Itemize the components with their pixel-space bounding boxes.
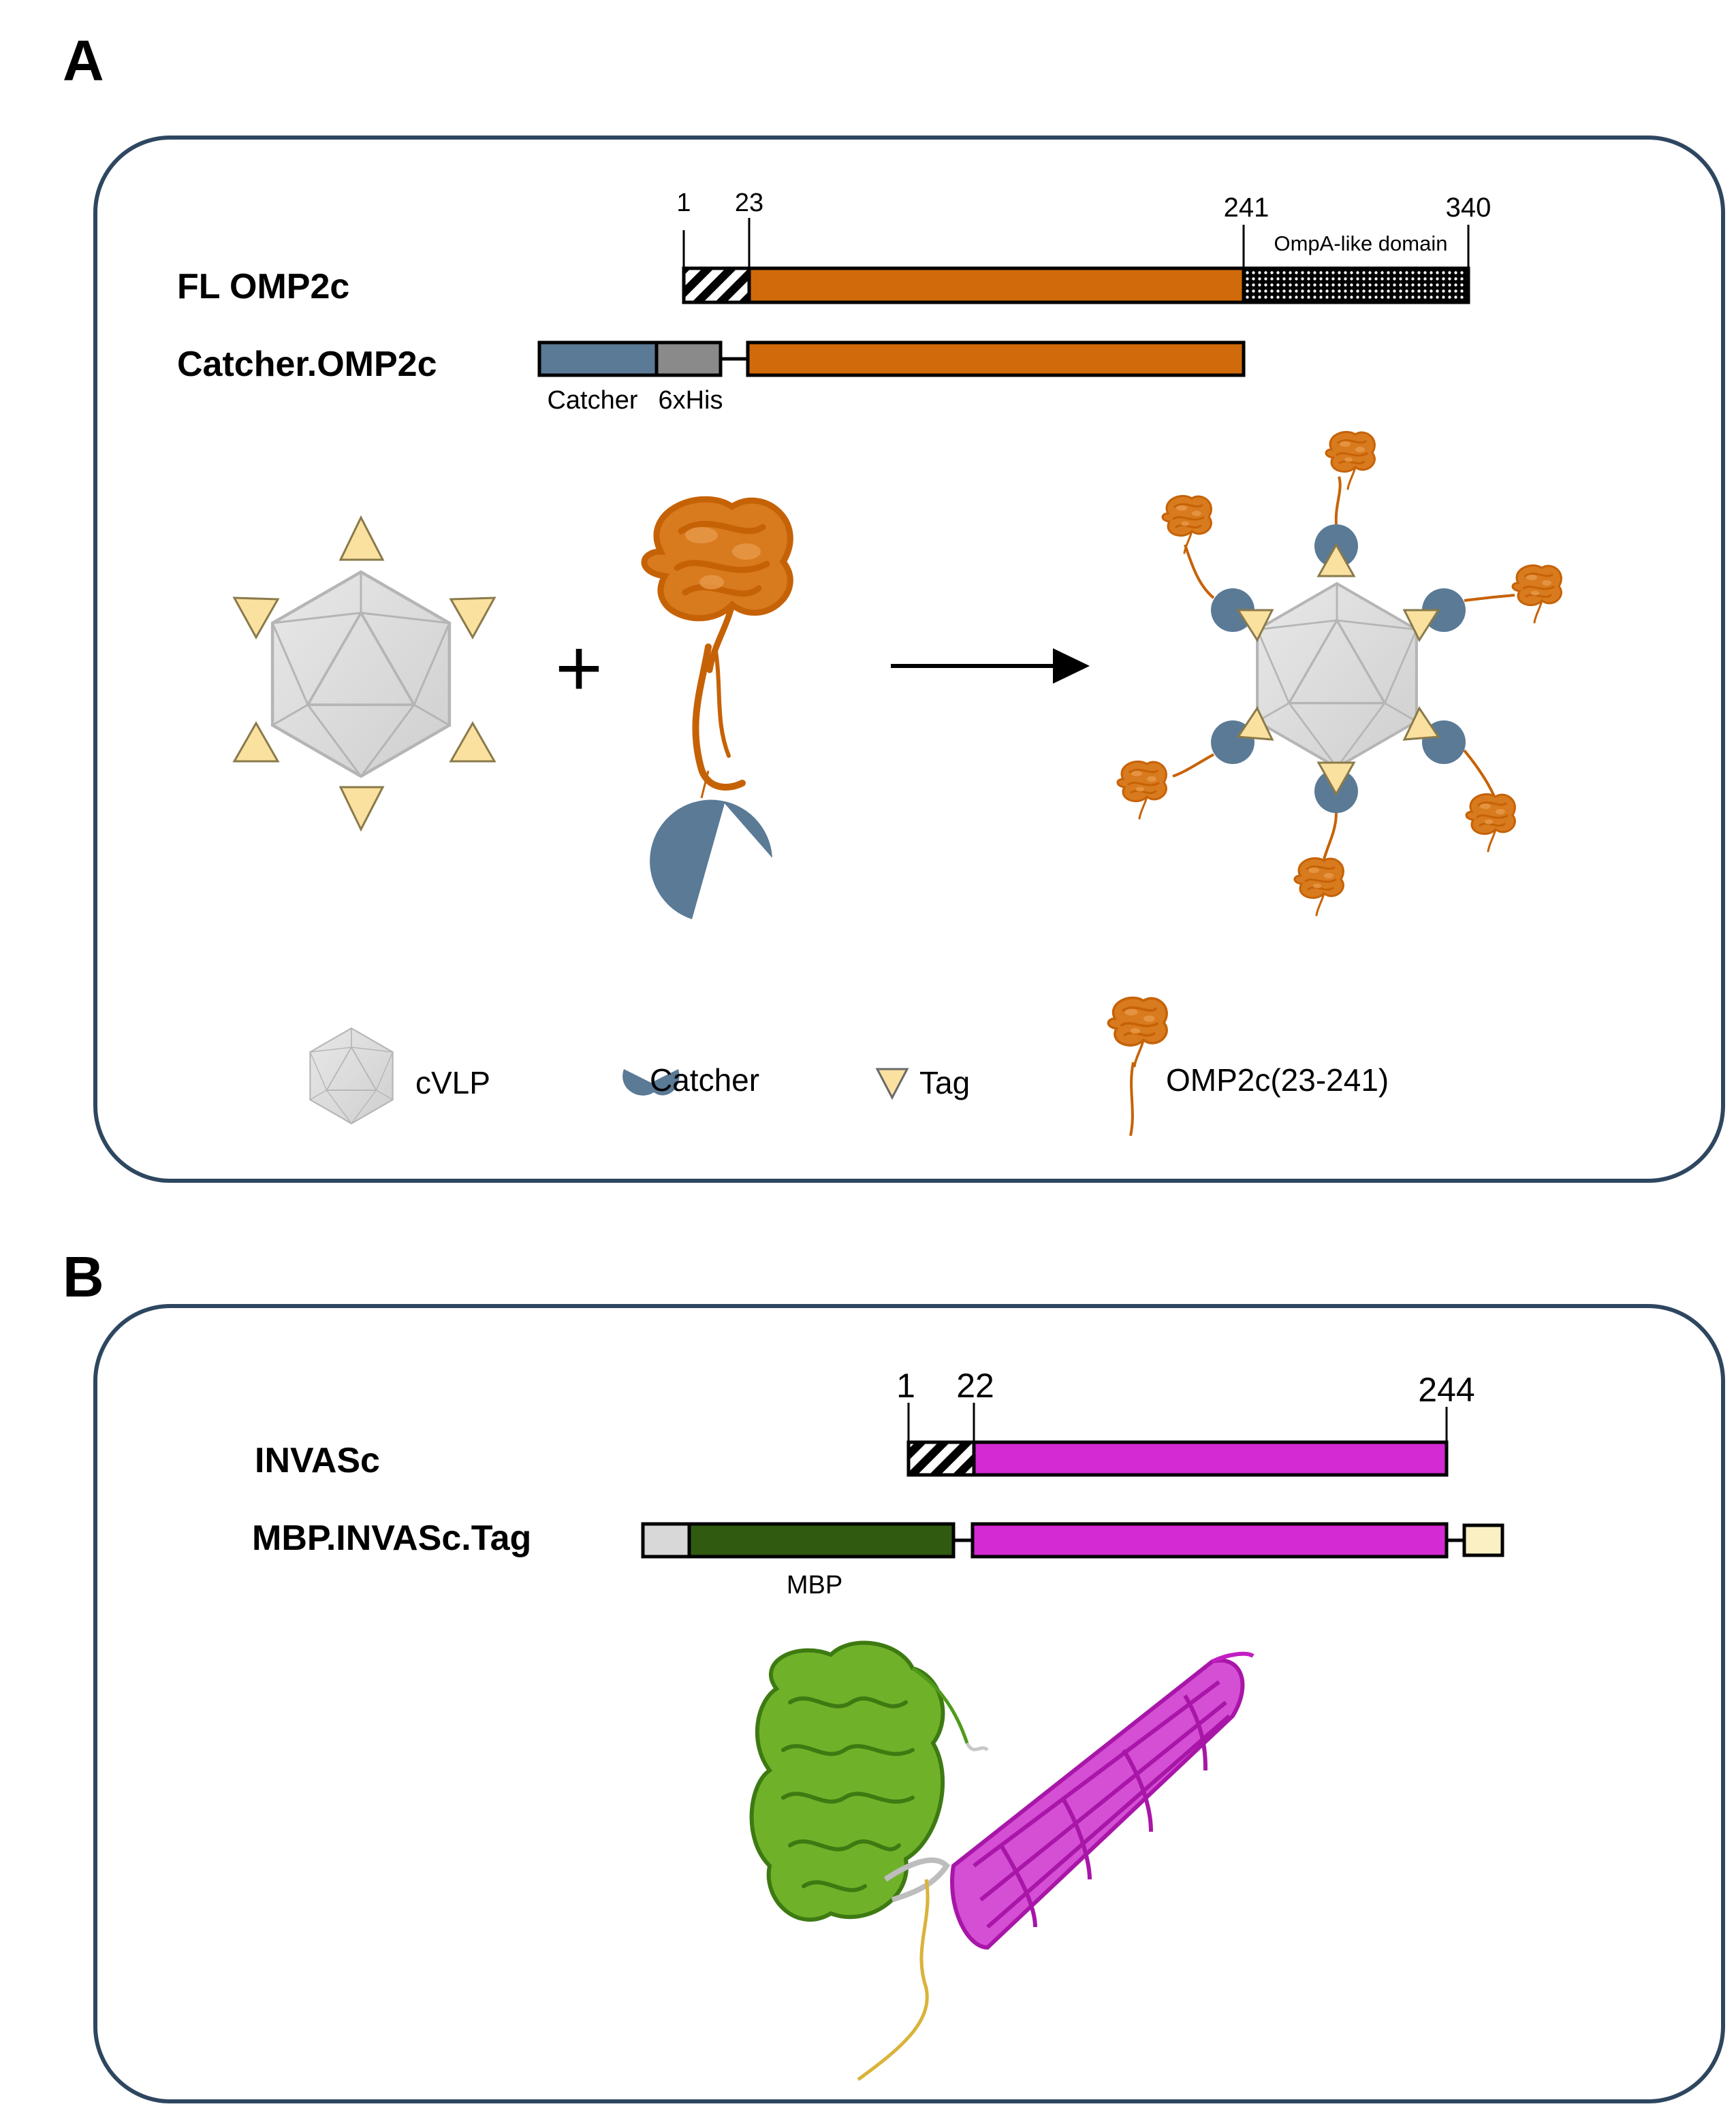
catcher-pacman-icon	[650, 799, 772, 919]
position-1: 1	[896, 1367, 915, 1405]
linker-structure	[883, 1857, 951, 1903]
omp2c-segment	[746, 340, 1246, 377]
legend-tag-icon	[875, 1068, 909, 1100]
tag-icon	[1236, 609, 1274, 643]
mbp-invasc-tag-bar	[641, 1522, 1504, 1559]
ompa-like-domain-segment	[1242, 266, 1470, 304]
legend-panel-a: cVLP Catcher Tag OMP2c(23-241)	[309, 996, 1389, 1136]
tag-icon	[1402, 609, 1440, 643]
catcher-circles	[1211, 524, 1466, 813]
catcher-omp2c-bar	[537, 340, 1246, 377]
fl-omp2c-label: FL OMP2c	[177, 267, 349, 306]
position-22: 22	[956, 1367, 994, 1405]
tag-triangles	[232, 515, 496, 832]
tag-icon	[1236, 705, 1274, 741]
signal-peptide-segment	[906, 1440, 976, 1477]
signal-peptide-segment	[682, 266, 751, 304]
tag-icon	[1316, 542, 1356, 577]
legend-omp2c-icon	[1107, 996, 1169, 1136]
invasc-label: INVASc	[255, 1441, 380, 1480]
his-segment-label: 6xHis	[658, 386, 723, 415]
legend-omp2c-label: OMP2c(23-241)	[1166, 1062, 1389, 1098]
panel-a-letter: A	[63, 29, 104, 93]
invasc-bar	[906, 1440, 1449, 1477]
catcher-omp2c-protein	[644, 499, 790, 919]
position-244: 244	[1418, 1371, 1474, 1409]
cvlp-with-tags	[232, 515, 496, 832]
tag-icon	[338, 786, 385, 832]
legend-catcher-label: Catcher	[650, 1062, 759, 1098]
catcher-segment	[537, 340, 659, 377]
mbp-segment	[687, 1522, 956, 1559]
position-241: 241	[1224, 193, 1269, 223]
tag-icon	[1316, 761, 1356, 797]
catcher-icon	[1211, 588, 1254, 632]
catcher-omp2c-label: Catcher.OMP2c	[177, 345, 437, 384]
leader-segment	[641, 1522, 691, 1559]
tag-icon	[232, 597, 280, 640]
tag-icon	[232, 720, 280, 763]
invasc-ticks	[907, 1403, 1448, 1442]
tag-icon	[449, 597, 496, 640]
legend-cvlp-label: cVLP	[415, 1065, 490, 1100]
mbp-invasc-tag-label: MBP.INVASc.Tag	[252, 1518, 531, 1558]
reaction-arrow	[891, 648, 1090, 684]
tag-icon	[449, 720, 496, 763]
ompa-domain-label: OmpA-like domain	[1274, 232, 1448, 255]
tag-triangles	[1236, 542, 1440, 797]
tag-icon	[338, 515, 385, 561]
plus-sign: +	[555, 622, 603, 714]
tag-tail-structure	[857, 1879, 930, 2082]
panel-b-letter: B	[63, 1245, 104, 1309]
legend-tag-label: Tag	[919, 1065, 970, 1100]
omp2c-segment	[747, 266, 1246, 304]
tag-segment	[1462, 1523, 1504, 1557]
catcher-icon	[1422, 588, 1466, 632]
fl-omp2c-bar	[682, 266, 1470, 304]
position-340: 340	[1446, 193, 1492, 223]
mbp-invasc-structure	[749, 1640, 1254, 2082]
invasc-segment	[972, 1440, 1449, 1477]
his-tag-segment	[654, 340, 723, 377]
mbp-segment-label: MBP	[787, 1571, 842, 1600]
invasc-barrel-icon	[950, 1651, 1254, 1950]
invasc-segment	[970, 1522, 1449, 1559]
panel-a-frame	[93, 136, 1725, 1183]
fl-omp2c-ticks	[682, 218, 1470, 268]
mbp-structure-icon	[749, 1640, 989, 1922]
decorated-cvlp	[1116, 430, 1563, 917]
position-1: 1	[676, 189, 691, 217]
legend-catcher-icon	[622, 1069, 680, 1096]
position-23: 23	[735, 189, 763, 217]
catcher-segment-label: Catcher	[547, 386, 637, 415]
tag-icon	[1402, 705, 1440, 741]
